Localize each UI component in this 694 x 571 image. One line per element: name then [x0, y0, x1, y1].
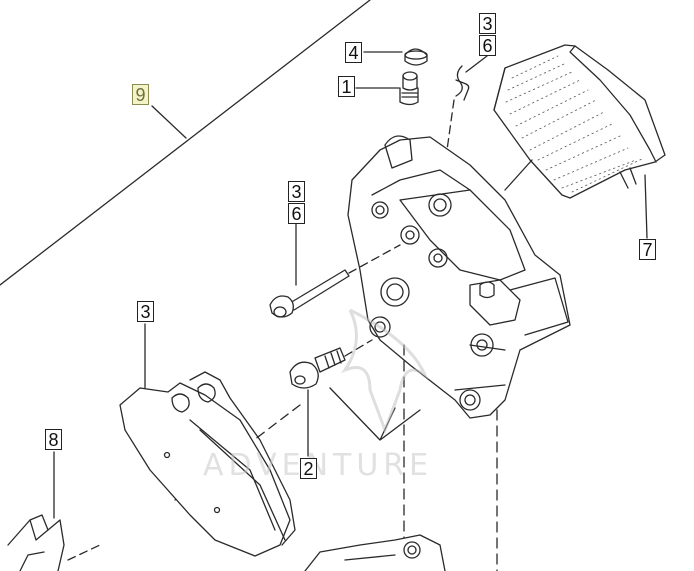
leader-3-6-top	[465, 55, 488, 73]
bolt-2-upper-dashed	[344, 339, 373, 357]
callout-1: 1	[338, 76, 355, 97]
pin-bolt	[269, 269, 350, 318]
callout-3-pads: 3	[137, 301, 154, 322]
spring-clip	[455, 65, 470, 101]
callout-6-top: 6	[479, 35, 496, 56]
pad-spring	[7, 514, 65, 571]
bolt-2-vee	[329, 387, 421, 441]
mounting-bolt	[289, 347, 346, 389]
callout-9: 9	[132, 84, 149, 105]
callout-8: 8	[45, 429, 62, 450]
spring-dashed	[67, 544, 101, 561]
brake-pads	[119, 371, 296, 557]
lower-caliper-part	[304, 534, 446, 571]
leader-7	[644, 174, 648, 239]
watermark-text: ADVENTURE	[203, 448, 434, 483]
bolt-dashed-line	[348, 244, 401, 274]
heat-shield	[493, 44, 666, 199]
bleed-cap	[404, 48, 428, 66]
shield-leader-dash	[504, 159, 533, 191]
callout-6-left: 6	[288, 203, 305, 224]
bleed-screw	[399, 71, 419, 106]
callout-3-top: 3	[479, 13, 496, 34]
separator-line	[0, 0, 371, 286]
leader-9	[151, 105, 187, 139]
callout-7: 7	[639, 239, 656, 260]
callout-3-left: 3	[288, 181, 305, 202]
brake-caliper	[347, 135, 571, 419]
callout-4: 4	[345, 42, 362, 63]
heat-shield-perforations	[505, 55, 645, 193]
watermark-logo	[341, 308, 429, 435]
callout-2: 2	[300, 458, 317, 479]
